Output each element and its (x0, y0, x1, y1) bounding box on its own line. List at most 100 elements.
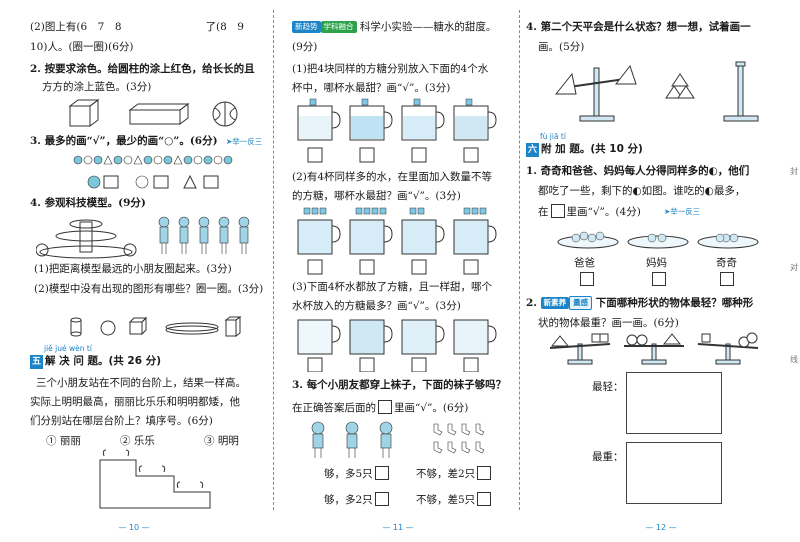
answer-short-2: 不够，差2只 (416, 468, 476, 480)
answer-checkbox-2[interactable] (477, 466, 492, 480)
answer-checkbox-qiqi[interactable] (720, 272, 734, 286)
shape-balances (549, 332, 759, 365)
question-3-socks: 3. 每个小朋友都穿上袜子，下面的袜子够吗？ (292, 379, 507, 391)
page-divider-1 (273, 10, 274, 510)
option-mingming: ③ 明明 (204, 435, 239, 447)
bonus-1-text-f: 在 (538, 206, 549, 218)
instruction-a: 在正确答案后面的 (292, 402, 376, 414)
label-dad: 爸爸 (574, 257, 595, 269)
bonus-1-text-g: 里画“√”。(4分) (566, 206, 641, 218)
heaviest-answer-box[interactable] (626, 442, 722, 504)
box-glyph (378, 400, 392, 414)
model-icon (36, 219, 137, 259)
q1-continued-line: (2)图上有(6 7 8 了(8 9 (30, 21, 244, 33)
sub-question-1-cont: 杯中，哪杯水最甜？画“√”。(3分) (292, 82, 451, 94)
measure-tag: 量感 (569, 296, 593, 310)
option-lele: ② 乐乐 (120, 435, 155, 447)
margin-label-3: 线 (790, 355, 798, 364)
bonus-2: 2. 新素养量感 下面哪种形状的物体最轻？哪种形 (526, 296, 753, 310)
heaviest-label: 最重： (592, 451, 624, 463)
question-4-balance-cont: 画。(5分) (538, 41, 585, 53)
practice-link[interactable]: ➤举一反三 (664, 207, 701, 216)
bonus-1-text-c: 都吃了一些，剩下的 (538, 185, 633, 197)
experiment-score: (9分) (292, 41, 318, 53)
beads-and-shapes (73, 155, 233, 189)
answer-bracket-1 (102, 449, 130, 457)
answer-option-4: 不够，差5只 (416, 492, 493, 507)
cup-icon (297, 219, 497, 255)
section-pinyin: fù jiā tí (540, 132, 566, 141)
science-model-and-children (36, 216, 250, 259)
page-number: — 12 — (645, 523, 677, 532)
margin-label-1: 封 (790, 167, 798, 176)
balance-icon-2 (723, 61, 759, 122)
balance-icon (549, 343, 759, 365)
cuboid-icon (128, 103, 190, 125)
triangle-stack-icon (665, 73, 695, 99)
bonus-2-cont: 状的物体最重？画一画。(6分) (538, 317, 679, 329)
cube-icon (128, 316, 148, 336)
experiment-header: 新趋势学科融合 科学小实验——糖水的甜度。 (292, 20, 496, 34)
kid-icons (311, 421, 393, 458)
answer-boxes (307, 147, 479, 163)
answer-checkbox-dad[interactable] (580, 272, 594, 286)
answer-option-2: 不够，差2只 (416, 466, 493, 481)
problem-text-1: 三个小朋友站在不同的台阶上，结果一样高。 (36, 377, 246, 389)
sub-question-3-cont: 水杯放入的方糖最多？画“√”。(3分) (292, 300, 461, 312)
section-number: 六 (526, 143, 540, 157)
question-2-cont: 方方的涂上蓝色。(3分) (42, 81, 152, 93)
bonus-1-text-a: 1. 奇奇和爸爸、妈妈每人分得同样多的 (526, 165, 709, 177)
sugar-cube-icons (303, 207, 487, 215)
shape-options (70, 316, 242, 337)
answer-checkbox-1[interactable] (374, 466, 389, 480)
q1-continued-line-2: 10)人。(圈一圈)(6分) (30, 41, 134, 53)
sub-question-2-cont: 的方糖，哪杯水最甜？画“√”。(3分) (292, 190, 461, 202)
problem-text-2: 实际上明明最高，丽丽比乐乐和明明都矮，他 (30, 396, 240, 408)
page-number: — 10 — (118, 523, 150, 532)
option-lili: ① 丽丽 (46, 435, 81, 447)
section-heading: 五解 决 问 题。(共 26 分) (30, 354, 161, 369)
sub-question-1: (1)把4块同样的方糖分别放入下面的4个水 (292, 63, 489, 75)
page-11: 新趋势学科融合 科学小实验——糖水的甜度。 (9分) (1)把4块同样的方糖分别… (278, 0, 518, 542)
problem-text-3: 们分别站在哪层台阶上？填序号。(6分) (30, 415, 213, 427)
sub-question-2: (2)有4杯同样多的水，在里面加入数量不等 (292, 171, 493, 183)
cookie-icon: ◐ (708, 165, 718, 177)
answer-checkbox-4[interactable] (477, 492, 492, 506)
bonus-1: 1. 奇奇和爸爸、妈妈每人分得同样多的◐，他们 (526, 164, 749, 178)
lightest-answer-box[interactable] (626, 372, 722, 434)
bonus-1-text-b: ，他们 (717, 165, 750, 177)
bonus-1-cont: 都吃了一些，剩下的◐如图。谁吃的◐最多， (538, 184, 745, 198)
balance-scales (554, 61, 759, 122)
trend-tag: 新趋势 (292, 21, 321, 33)
practice-link[interactable]: ➤举一反三 (226, 137, 263, 146)
label-mom: 妈妈 (646, 257, 667, 269)
cylinder-icon (70, 317, 82, 337)
bonus-2-text-a: 下面哪种形状的物体最轻？哪种形 (595, 297, 754, 309)
answer-bracket-3 (176, 481, 204, 489)
bonus-1-instruction: 在 里画“√”。(4分) (538, 204, 641, 219)
question-3: 3. 最多的画“√”，最少的画“○”。(6分) (30, 135, 218, 147)
cube-icon (68, 99, 100, 127)
cups-row-3 (297, 319, 497, 372)
answer-checkbox-mom[interactable] (652, 272, 666, 286)
answer-boxes (307, 357, 479, 372)
answer-checkbox-3[interactable] (374, 492, 389, 506)
water-fill (299, 116, 487, 139)
page-divider-2 (519, 10, 520, 510)
sugar-cube-icons (309, 98, 473, 106)
cookie-icon: ◐ (704, 185, 714, 197)
section-number: 五 (30, 355, 44, 369)
cookie-plates (557, 231, 759, 249)
question-4-balance: 4. 第二个天平会是什么状态？想一想，试着画一 (526, 21, 751, 33)
answer-option-1: 够，多5只 (324, 466, 391, 481)
bonus-1-text-d: 如图。谁吃的 (641, 185, 705, 197)
answer-enough-5: 够，多5只 (324, 468, 373, 480)
answer-option-3: 够，多2只 (324, 492, 391, 507)
margin-label-2: 对 (790, 263, 798, 272)
question-4: 4. 参观科技模型。(9分) (30, 197, 146, 209)
section-heading: 六附 加 题。(共 10 分) (526, 142, 643, 157)
shapes-row-3d (68, 99, 238, 127)
page-number: — 11 — (382, 523, 414, 532)
question-4-part1: (1)把距离模型最远的小朋友圈起来。(3分) (34, 263, 232, 275)
lightest-label: 最轻： (592, 381, 624, 393)
